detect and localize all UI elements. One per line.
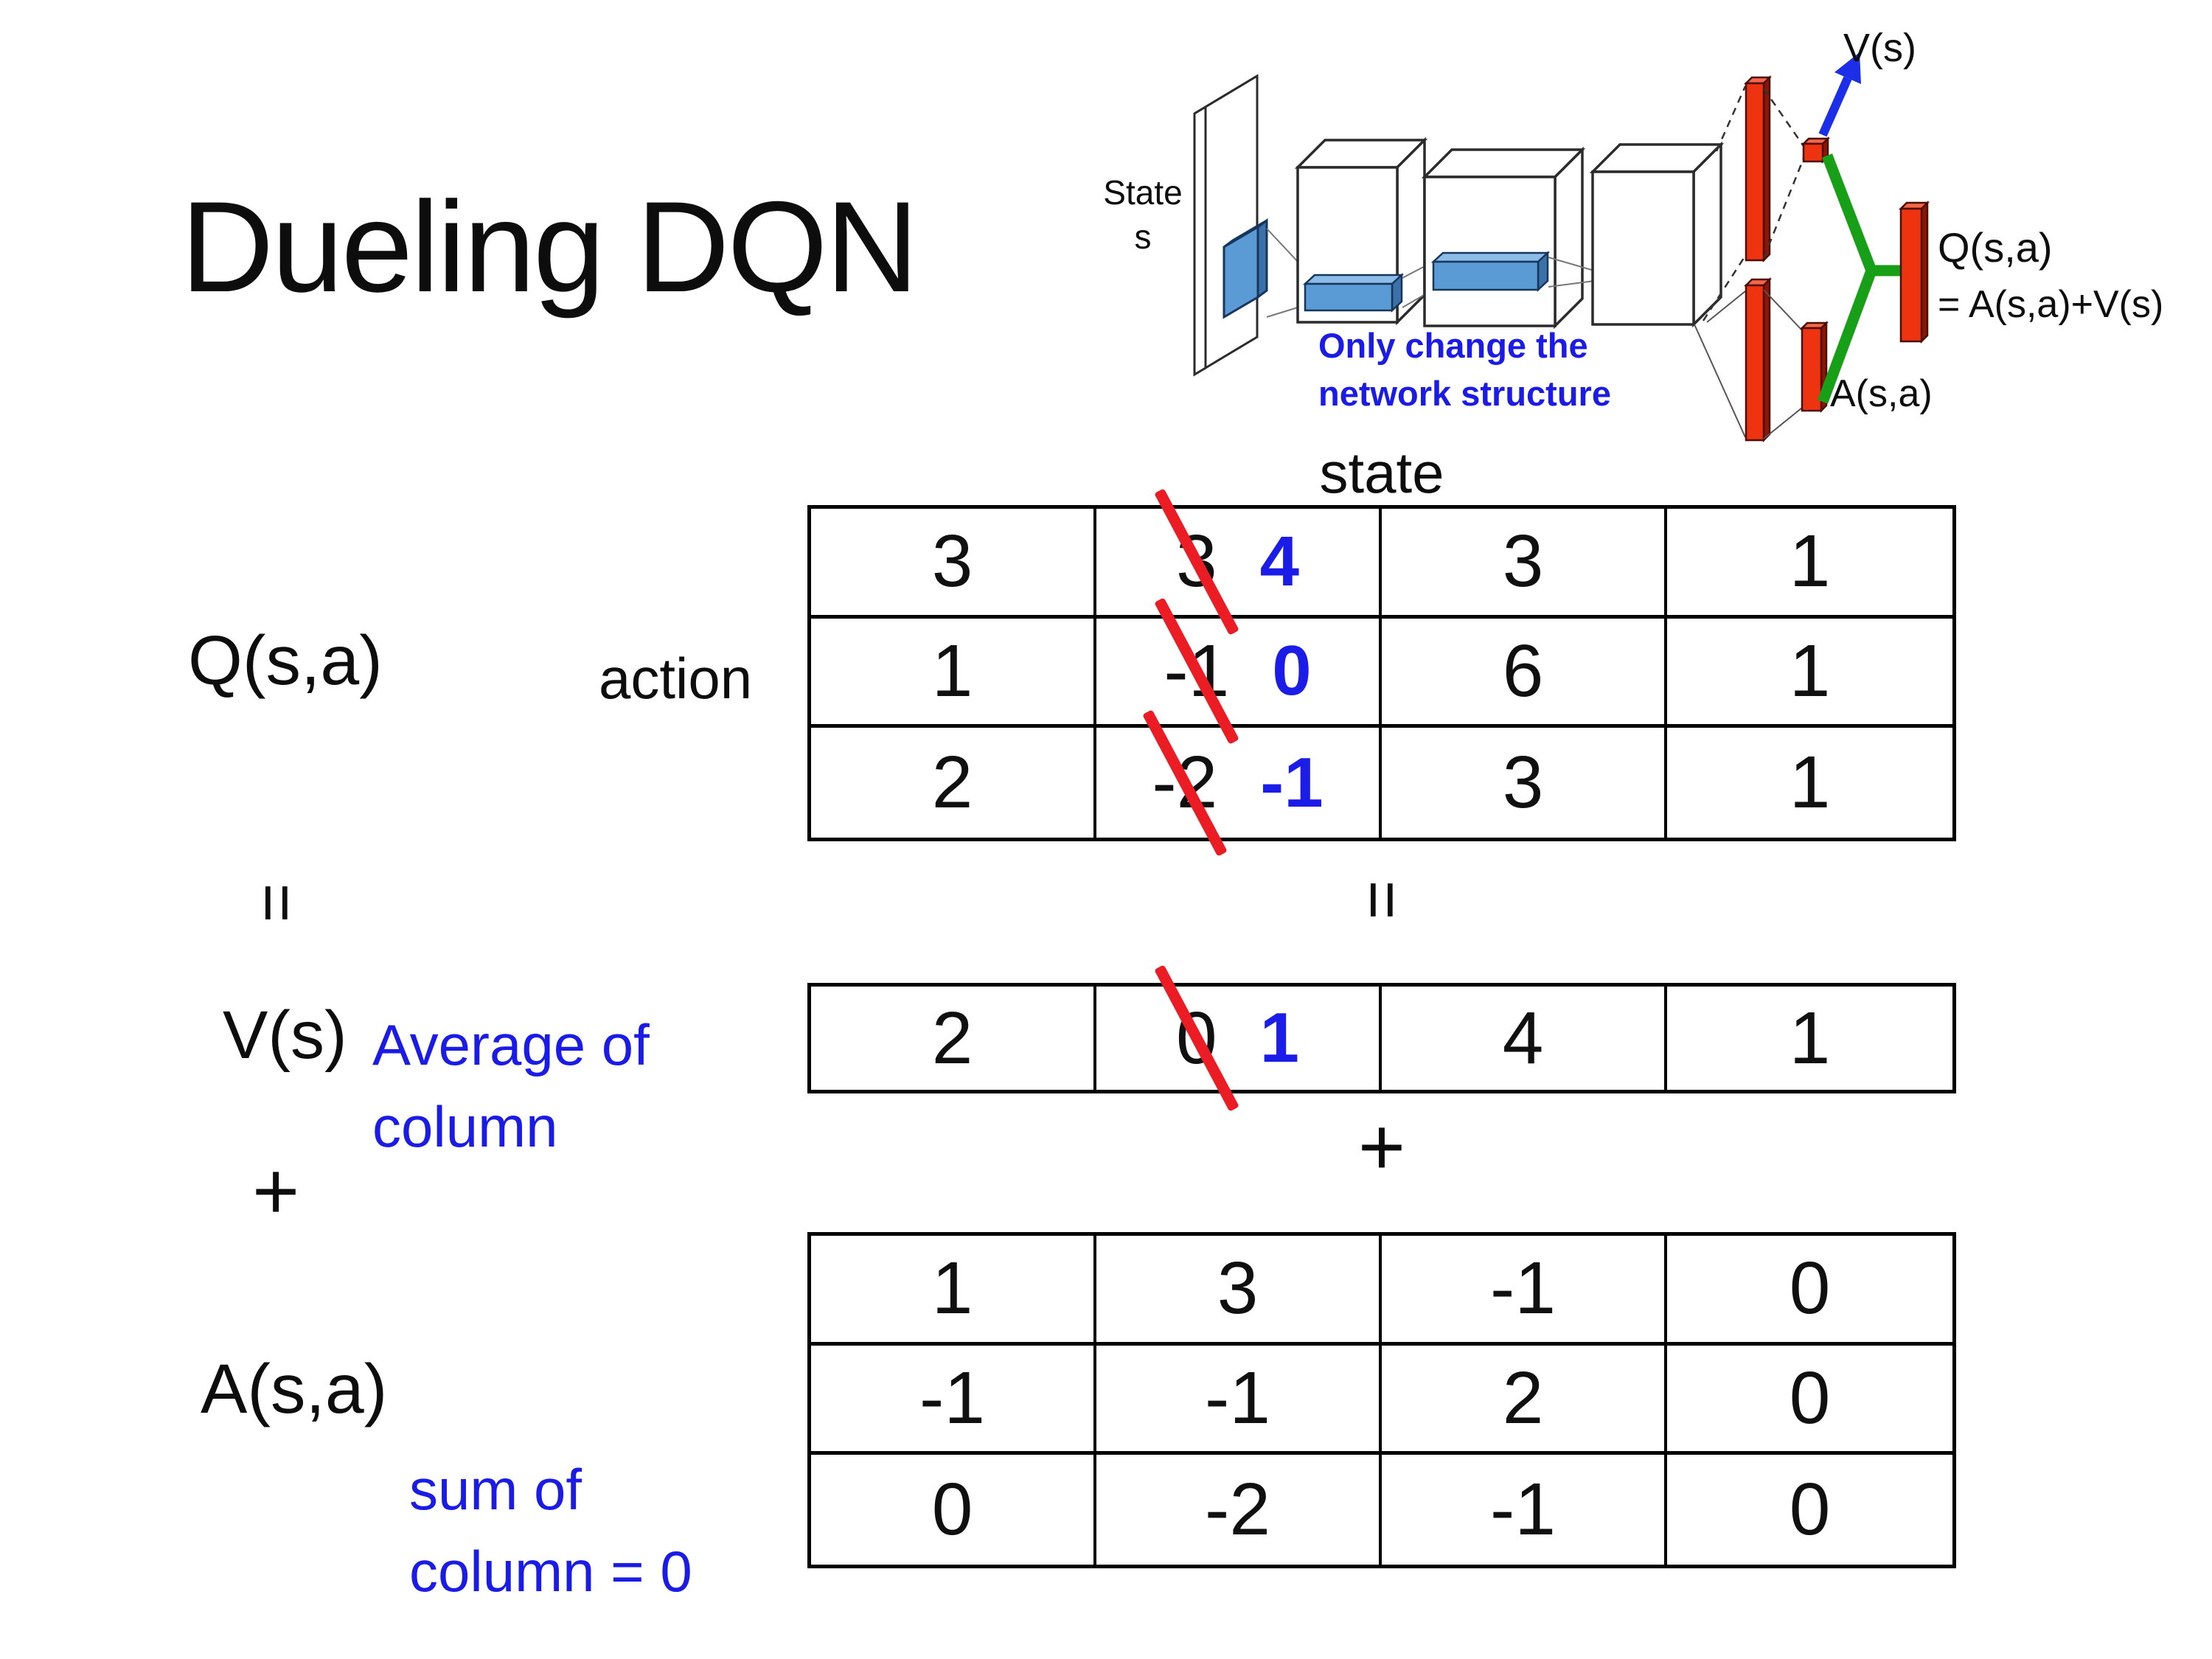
conv-cone-line: [1548, 280, 1595, 288]
a-cell: 0: [1667, 1346, 1952, 1455]
q-cell-updated: -1 0: [1096, 597, 1382, 745]
v-cell-updated: 0 1: [1096, 964, 1382, 1112]
dashed-fan-line: [1762, 158, 1805, 259]
equals-sign: =: [239, 883, 315, 923]
new-value: 0: [1272, 631, 1312, 711]
a-cell: -1: [1382, 1455, 1667, 1565]
v-table: 2 0 1 4 1: [807, 964, 1956, 1112]
a-cell: 0: [811, 1455, 1096, 1565]
plus-mid: +: [1357, 1102, 1406, 1192]
a-cell: 3: [1096, 1236, 1382, 1346]
fan-line: [1694, 324, 1746, 438]
fan-line: [1763, 289, 1803, 331]
old-value: 0: [1175, 996, 1217, 1079]
feature-box-icon: [1589, 141, 1725, 328]
new-value: 4: [1259, 521, 1299, 601]
q-cell-updated: -2 -1: [1096, 709, 1382, 857]
average-note-line2: column: [372, 1093, 558, 1159]
v-matrix-label: V(s): [223, 998, 347, 1073]
equals-sign: =: [1344, 880, 1420, 920]
q-table: 3 3 4 3 1 1 -1 0 6 1 2 -2 -1 3 1: [807, 488, 1956, 857]
action-header: action: [599, 646, 753, 711]
average-note: Average of column: [372, 1004, 650, 1168]
old-value-wrap: 3: [1154, 488, 1239, 636]
q-cell: 1: [1667, 509, 1952, 619]
v-cell: 1: [1789, 996, 1831, 1079]
new-value: -1: [1260, 742, 1324, 822]
old-value-wrap: 0: [1154, 964, 1239, 1112]
q-cell-updated: 3 4: [1096, 488, 1382, 636]
q-matrix-label: Q(s,a): [188, 622, 383, 700]
q-cell: 1: [1789, 741, 1831, 824]
dashed-fan-line: [1715, 86, 1747, 152]
network-diagram: State s V(s) Q(s,a) = A(s,a)+V(s) A(s,a)…: [1103, 26, 2163, 443]
q-cell: 2: [811, 728, 1096, 838]
a-cell: 0: [1667, 1236, 1952, 1346]
equals-left: =: [239, 864, 314, 942]
q-output-bar-icon: [1898, 200, 1930, 344]
page-title: Dueling DQN: [181, 175, 919, 319]
diagram-note-line2: network structure: [1318, 374, 1611, 413]
a-cell: -2: [1096, 1455, 1382, 1565]
q-cell: 6: [1382, 618, 1667, 728]
new-value: 1: [1259, 998, 1299, 1077]
diagram-note-line1: Only change the: [1318, 326, 1588, 365]
diagram-state-s-label: s: [1135, 218, 1152, 256]
diagram-v-label: V(s): [1843, 26, 1916, 70]
a-cell: 2: [1382, 1345, 1667, 1455]
q-cell: 1: [811, 618, 1096, 728]
old-value: 3: [1175, 520, 1217, 603]
diagram-a-label: A(s,a): [1830, 372, 1933, 415]
old-value-wrap: -2: [1142, 709, 1228, 857]
a-cell: 1: [811, 1236, 1096, 1346]
q-cell: 3: [1382, 509, 1667, 619]
feature-bar-icon: [1302, 273, 1405, 313]
input-plane-icon: [1193, 74, 1259, 377]
merge-junction-icon: [1817, 153, 1901, 404]
a-table: 1 3 -1 0 -1 -1 2 0 0 -2 -1 0: [807, 1232, 1956, 1568]
feature-bar-icon: [1430, 251, 1551, 292]
a-cell: 0: [1789, 1468, 1831, 1551]
advantage-fc-bar-icon: [1743, 276, 1773, 443]
state-header: state: [1319, 440, 1444, 505]
conv-cone-line: [1548, 257, 1595, 271]
old-value-wrap: -1: [1154, 597, 1239, 745]
sum-note-line1: sum of: [409, 1457, 582, 1522]
diagram-q-formula: = A(s,a)+V(s): [1938, 283, 2163, 326]
sum-note: sum of column = 0: [409, 1449, 692, 1613]
value-fc-bar-icon: [1743, 74, 1773, 263]
a-matrix-label: A(s,a): [201, 1350, 388, 1428]
equals-mid: =: [807, 861, 1956, 939]
v-cell: 2: [811, 987, 1096, 1090]
q-cell: 3: [1382, 728, 1667, 838]
conv-patch-icon: [1222, 218, 1268, 319]
diagram-q-label: Q(s,a): [1938, 224, 2053, 271]
sum-note-line2: column = 0: [409, 1538, 692, 1604]
diagram-state-label: State: [1103, 173, 1182, 212]
a-cell: -1: [1382, 1236, 1667, 1346]
q-cell: 1: [1667, 619, 1952, 728]
fan-line: [1763, 407, 1803, 439]
a-cell: -1: [811, 1345, 1096, 1455]
value-arrow-icon: [1818, 52, 1861, 137]
old-value: -2: [1152, 741, 1218, 824]
dashed-fan-line: [1762, 88, 1805, 147]
a-cell: -1: [1096, 1345, 1382, 1455]
plus-left: +: [252, 1146, 300, 1237]
v-cell: 4: [1382, 987, 1667, 1090]
average-note-line1: Average of: [372, 1012, 650, 1077]
feature-box-icon: [1421, 146, 1586, 330]
q-cell: 3: [811, 509, 1096, 619]
old-value: -1: [1164, 629, 1230, 712]
fan-line: [1706, 291, 1746, 323]
